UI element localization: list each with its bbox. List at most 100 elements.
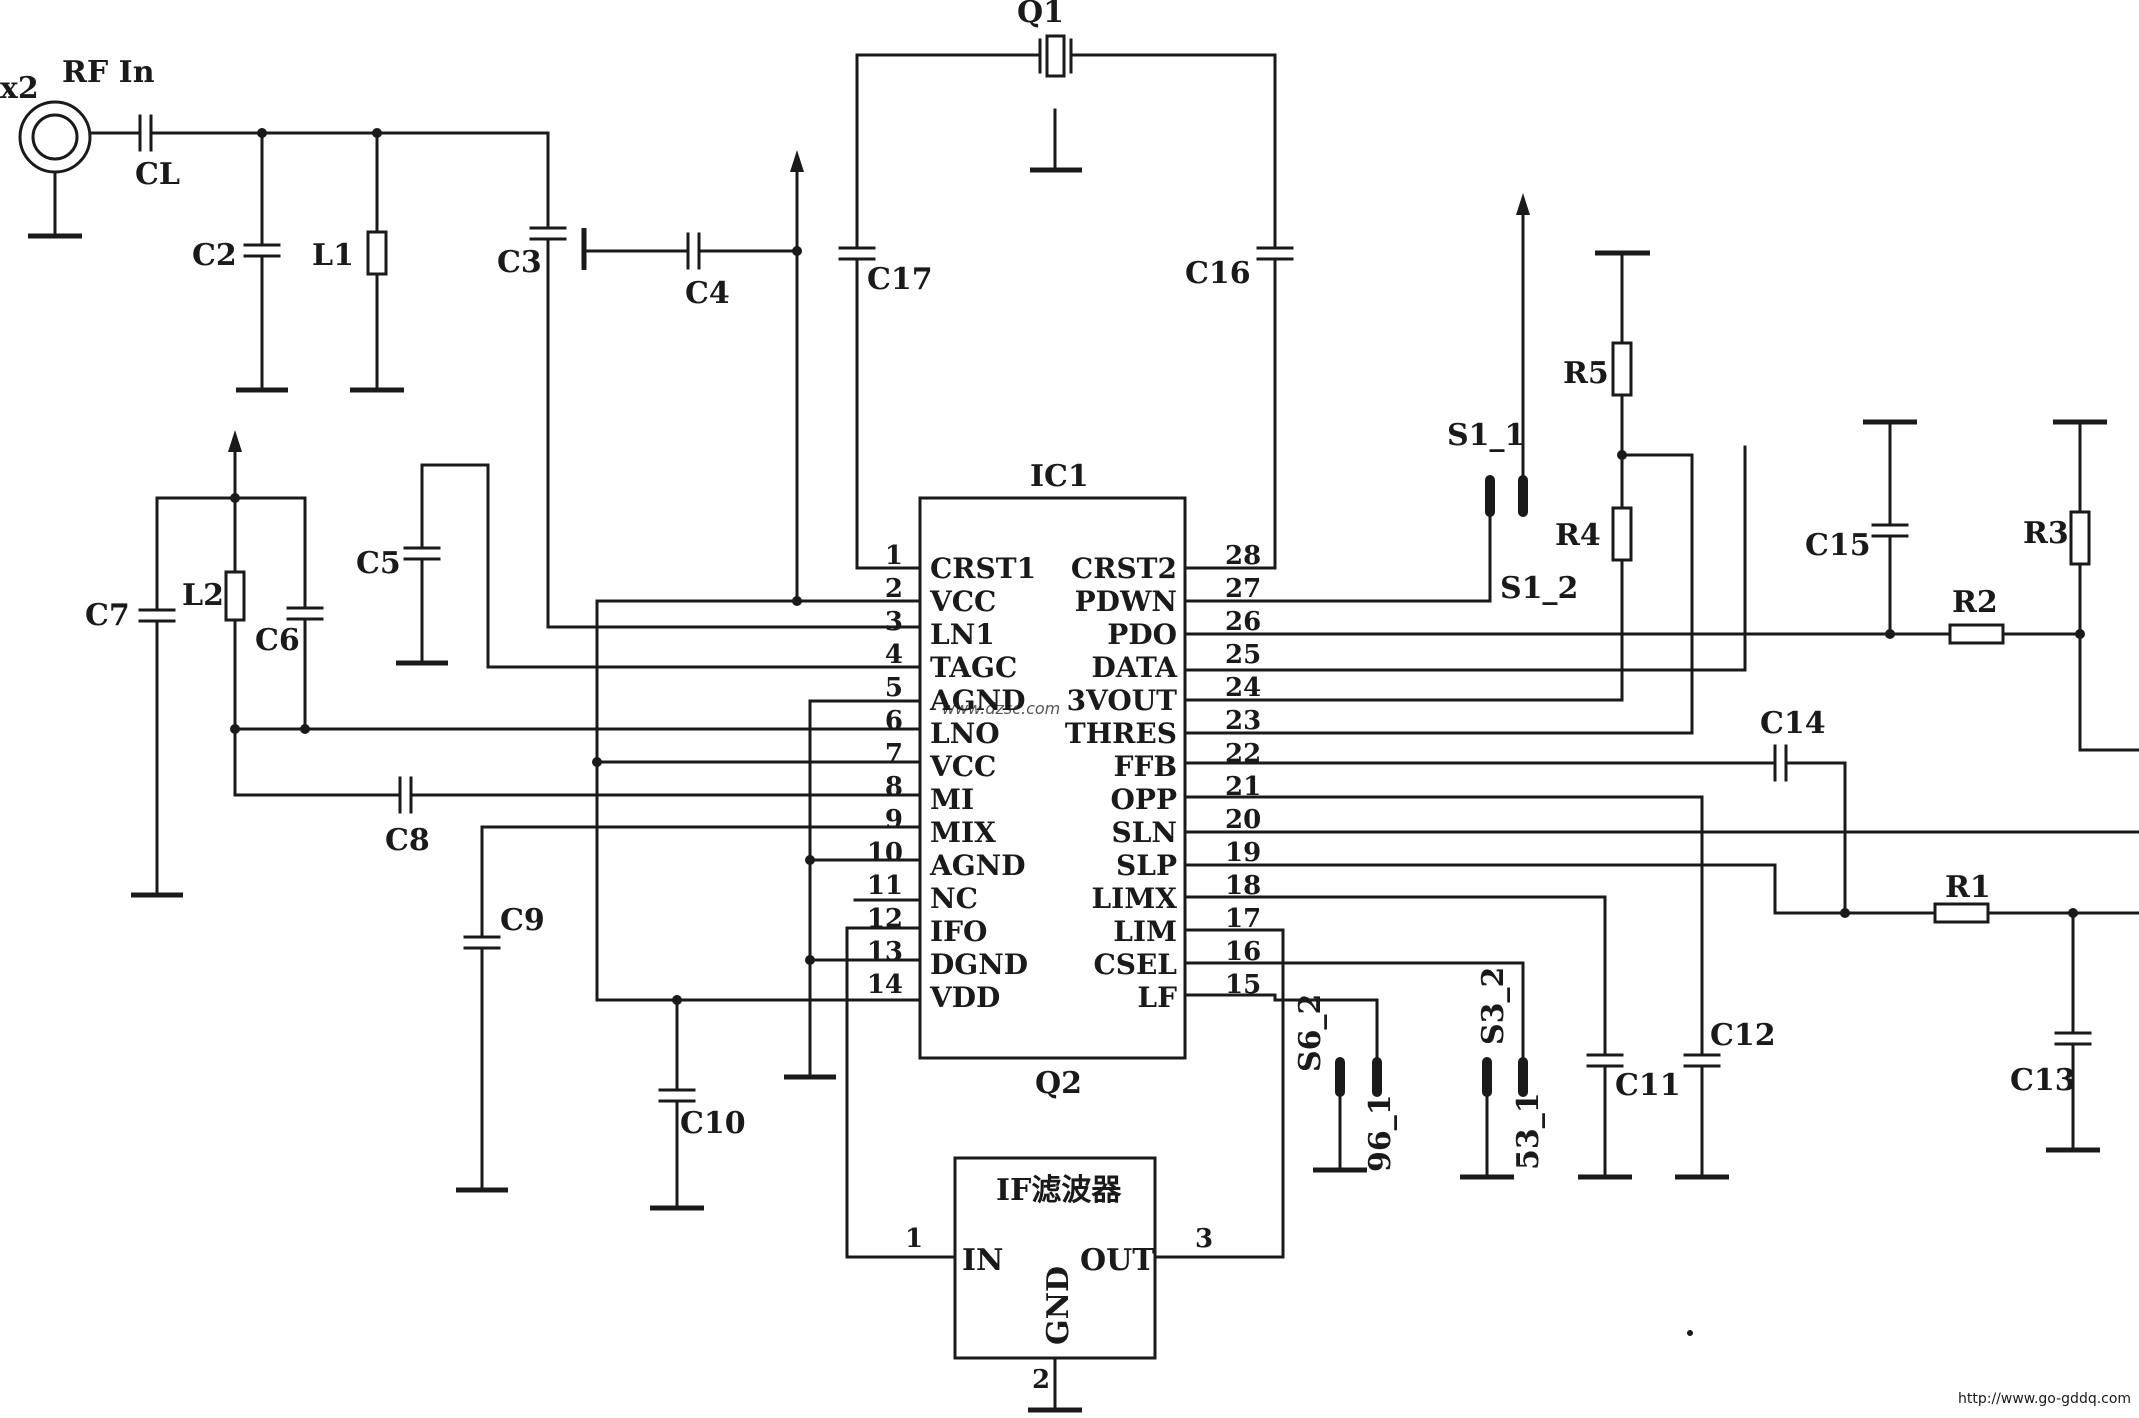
capacitor-c11 — [1183, 895, 1632, 1180]
if-filter-ground — [1028, 1356, 1082, 1413]
ic1-left-pin-name: IFO — [930, 915, 987, 948]
capacitor-c17 — [838, 53, 922, 570]
ic1-left-pin-number: 1 — [885, 541, 903, 571]
slp-net — [1183, 863, 2139, 924]
ic1-left-pin-number: 9 — [885, 805, 903, 835]
ic1-left-pin-number: 5 — [885, 673, 903, 703]
if-in-label: IN — [962, 1243, 1003, 1278]
c6-label: C6 — [255, 623, 300, 658]
data-net — [1183, 445, 1747, 672]
ic1-left-pin-name: CRST1 — [930, 552, 1036, 585]
ic1-left-pin-name: AGND — [929, 684, 1026, 717]
capacitor-c7 — [131, 496, 307, 898]
capacitor-c10 — [650, 998, 704, 1211]
ic1-right-pin-name: PDO — [1107, 618, 1177, 651]
l1-label: L1 — [312, 238, 354, 273]
ic1-left-pin-number: 4 — [885, 640, 903, 670]
ic1-left-pin-name: LNO — [930, 717, 1000, 750]
s1-2-label: S1_2 — [1500, 571, 1578, 606]
ic1-left-pin-name: MI — [930, 783, 974, 816]
if-pin3: 3 — [1195, 1224, 1213, 1254]
ic1-right-pin-number: 24 — [1225, 673, 1261, 703]
c13-label: C13 — [2010, 1063, 2076, 1098]
c11-label: C11 — [1615, 1068, 1681, 1103]
ic1-right-pin-name: SLP — [1116, 849, 1177, 882]
inductor-l1 — [350, 131, 404, 393]
c7-label: C7 — [85, 598, 130, 633]
ic1-right-pin-name: CSEL — [1093, 948, 1177, 981]
capacitor-c15 — [1863, 419, 1917, 636]
jumper-s1 — [1183, 193, 1530, 603]
vcc-arrow-top — [790, 150, 804, 603]
ic1-right-pin-name: SLN — [1111, 816, 1177, 849]
c5-label: C5 — [356, 546, 401, 581]
capacitor-c9 — [456, 825, 922, 1193]
c3-label: C3 — [497, 245, 542, 280]
s1-1-label: S1_1 — [1447, 418, 1525, 453]
ic1-left-pin-name: TAGC — [930, 651, 1017, 684]
c17-label: C17 — [867, 262, 933, 297]
ic1-left-pin-number: 3 — [885, 607, 903, 637]
ic1-left-pin-number: 13 — [867, 937, 903, 967]
ic1-right-pin-number: 28 — [1225, 541, 1261, 571]
ic1-right-pin-number: 19 — [1225, 838, 1261, 868]
jumper-s3 — [1183, 961, 1528, 1180]
96-1-label: 96_1 — [1363, 1094, 1398, 1172]
ic1-right-pin-name: THRES — [1065, 717, 1177, 750]
capacitor-c6 — [286, 496, 324, 731]
if-pin1: 1 — [905, 1224, 923, 1254]
cl-label: CL — [135, 157, 180, 192]
capacitor-c5 — [396, 463, 922, 669]
r2-label: R2 — [1952, 585, 1998, 620]
ic1-body — [918, 496, 1187, 1060]
ic1-label: IC1 — [1030, 459, 1089, 494]
ic1-right-pin-name: LIM — [1113, 915, 1177, 948]
c8-label: C8 — [385, 823, 430, 858]
ic1-right-pin-name: DATA — [1091, 651, 1178, 684]
ic1-left-pin-name: NC — [930, 882, 978, 915]
ground-bus — [784, 699, 922, 1080]
ic1-left-pin-number: 2 — [885, 574, 903, 604]
ic1-right-pin-name: CRST2 — [1071, 552, 1177, 585]
inductor-l2 — [224, 496, 246, 797]
ic1-left-pin-name: LN1 — [930, 618, 995, 651]
if-pin2: 2 — [1032, 1365, 1050, 1395]
capacitor-c3 — [529, 131, 922, 629]
capacitor-c16 — [1183, 53, 1294, 570]
r1-label: R1 — [1945, 870, 1991, 905]
ic1-left-pin-number: 7 — [885, 739, 903, 769]
ic1-left-pin-number: 8 — [885, 772, 903, 802]
ic1-right-pin-number: 26 — [1225, 607, 1261, 637]
capacitor-c12 — [1183, 795, 1729, 1180]
ic1-left-pin-name: AGND — [929, 849, 1026, 882]
if-filter-label: IF滤波器 — [996, 1173, 1122, 1208]
ic1-left-pin-number: 14 — [867, 970, 903, 1000]
ic1-right-pin-number: 23 — [1225, 706, 1261, 736]
r4-label: R4 — [1555, 518, 1601, 553]
ic1-left-pin-name: VDD — [929, 981, 1000, 1014]
jumper-s6 — [1183, 993, 1382, 1173]
source-url: http://www.go-gddq.com — [1958, 1391, 2131, 1407]
ic1-right-pin-number: 25 — [1225, 640, 1261, 670]
ic1-right-pin-name: OPP — [1111, 783, 1178, 816]
ic1-left-pin-name: VCC — [929, 585, 996, 618]
capacitor-c4 — [581, 228, 799, 270]
vcc-arrow-left — [228, 430, 242, 500]
c2-label: C2 — [192, 238, 237, 273]
capacitor-c14 — [1183, 744, 1847, 915]
q2-label: Q2 — [1035, 1066, 1082, 1101]
c9-label: C9 — [500, 903, 545, 938]
c15-label: C15 — [1805, 528, 1871, 563]
watermark: www.dzsc.com — [942, 699, 1060, 718]
c16-label: C16 — [1185, 256, 1251, 291]
c12-label: C12 — [1710, 1018, 1776, 1053]
r5-label: R5 — [1563, 356, 1609, 391]
capacitor-c8 — [233, 776, 922, 814]
resistor-r4 — [1183, 506, 1633, 702]
l2-label: L2 — [182, 578, 224, 613]
ic1-right-pin-number: 27 — [1225, 574, 1261, 604]
ifo-net — [845, 926, 957, 1259]
c10-label: C10 — [680, 1106, 746, 1141]
s6-2-label: S6_2 — [1293, 994, 1328, 1072]
